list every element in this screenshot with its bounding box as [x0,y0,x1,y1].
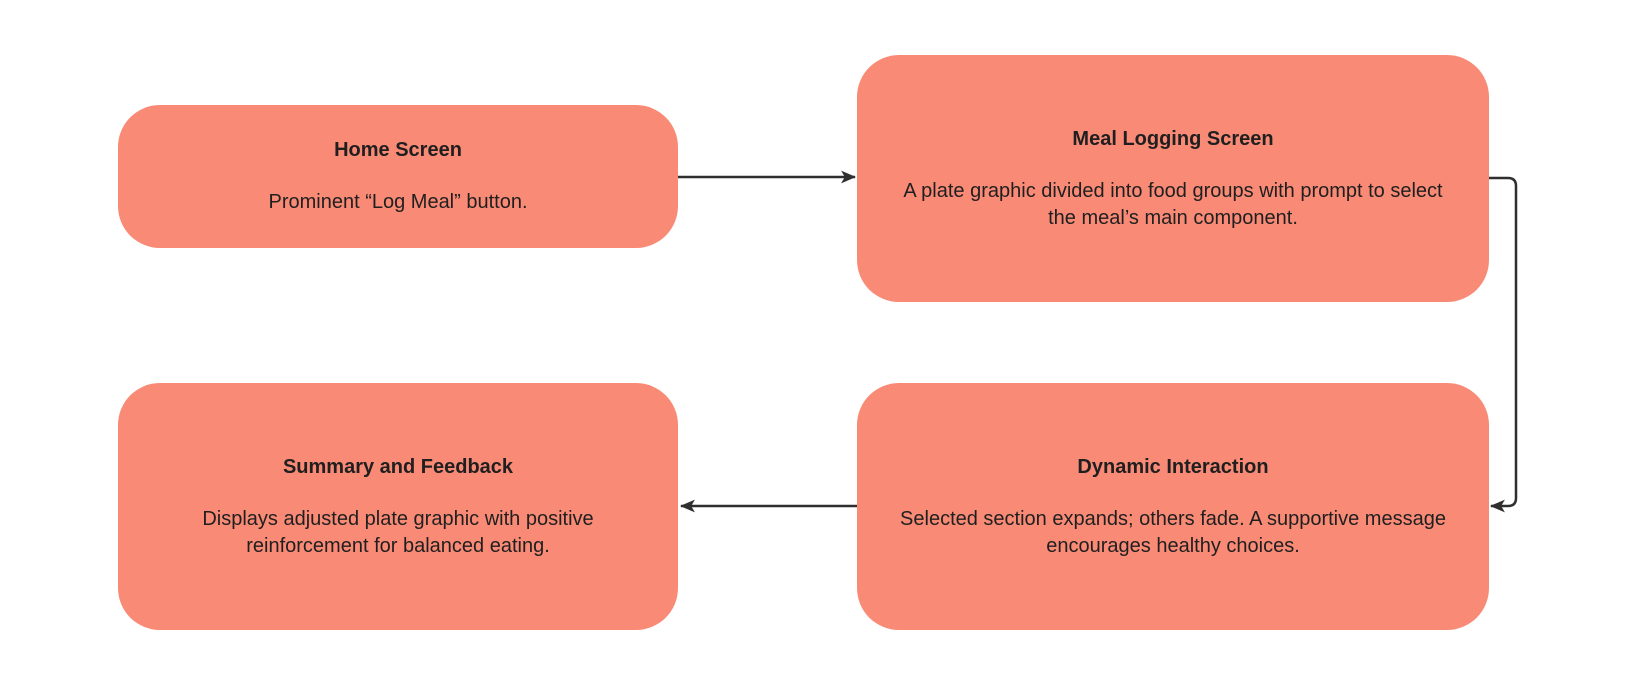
node-meal-logging-screen: Meal Logging Screen A plate graphic divi… [857,55,1489,302]
node-description: A plate graphic divided into food groups… [903,179,1443,229]
node-dynamic-interaction: Dynamic Interaction Selected section exp… [857,383,1489,630]
node-title: Meal Logging Screen [1072,127,1274,150]
node-description: Prominent “Log Meal” button. [268,191,528,213]
node-title: Summary and Feedback [282,455,514,478]
node-description: Selected section expands; others fade. A… [900,507,1446,557]
node-home-screen: Home Screen Prominent “Log Meal” button. [118,105,678,248]
node-summary-and-feedback: Summary and Feedback Displays adjusted p… [118,383,678,630]
node-description: Displays adjusted plate graphic with pos… [202,507,594,557]
arrow-meal-logging-to-dynamic-interaction [1489,176,1518,513]
node-title: Home Screen [334,139,462,161]
node-title: Dynamic Interaction [1077,455,1269,478]
